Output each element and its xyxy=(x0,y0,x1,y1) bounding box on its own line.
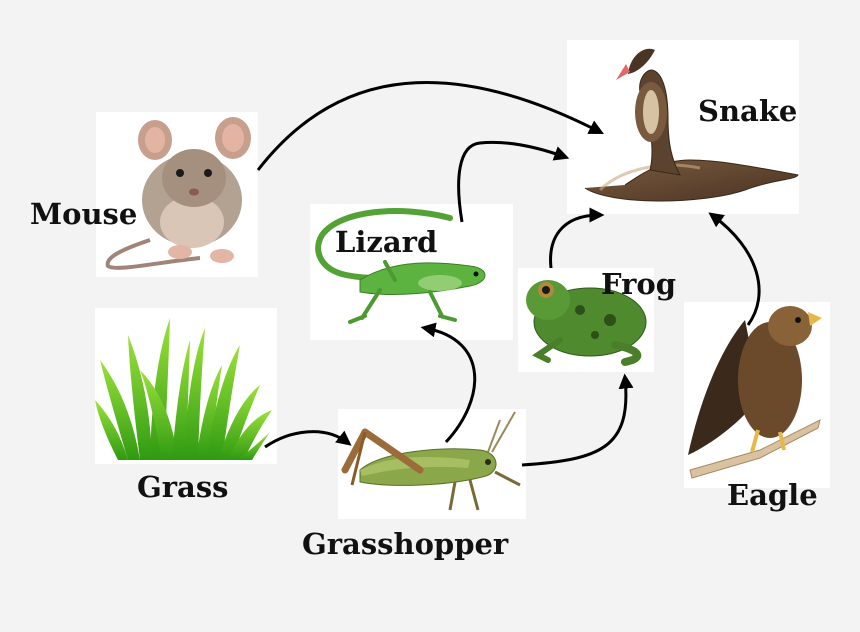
frog-illustration xyxy=(526,280,647,366)
mouse-illustration xyxy=(105,117,251,270)
mouse-label: Mouse xyxy=(30,197,138,231)
arrow-mouse-to-snake xyxy=(256,80,605,171)
arrow-grasshopper-to-frog xyxy=(521,373,634,467)
frog-label: Frog xyxy=(601,267,676,301)
arrow-grasshopper-to-lizard xyxy=(420,322,477,444)
eagle-illustration xyxy=(688,306,822,479)
link: Eagle→Snake xyxy=(198,600,259,610)
grasshopper-illustration xyxy=(341,411,521,511)
food-chain-arrows xyxy=(256,80,761,467)
link: Grass→Grasshopper xyxy=(264,600,355,610)
grass-illustration xyxy=(95,318,272,460)
snake-illustration xyxy=(584,48,799,202)
lizard-label: Lizard xyxy=(335,225,438,259)
link: Frog→Snake xyxy=(138,600,193,610)
link: Grasshopper→Lizard xyxy=(360,600,453,610)
food-chain-link-list: Mouse→Snake Lizard→Snake Frog→Snake Eagl… xyxy=(0,600,860,632)
arrow-grass-to-grasshopper xyxy=(264,430,352,449)
arrow-eagle-to-snake xyxy=(708,212,761,326)
arrow-lizard-to-snake xyxy=(457,140,570,223)
eagle-label: Eagle xyxy=(727,478,818,512)
grass-label: Grass xyxy=(137,470,229,504)
snake-label: Snake xyxy=(698,94,798,128)
link: Lizard→Snake xyxy=(70,600,133,610)
lizard-illustration xyxy=(315,208,486,324)
link: Grasshopper→Frog xyxy=(458,600,543,610)
arrow-frog-to-snake xyxy=(549,207,605,269)
link: Mouse→Snake xyxy=(0,600,65,610)
grasshopper-label: Grasshopper xyxy=(302,527,509,561)
